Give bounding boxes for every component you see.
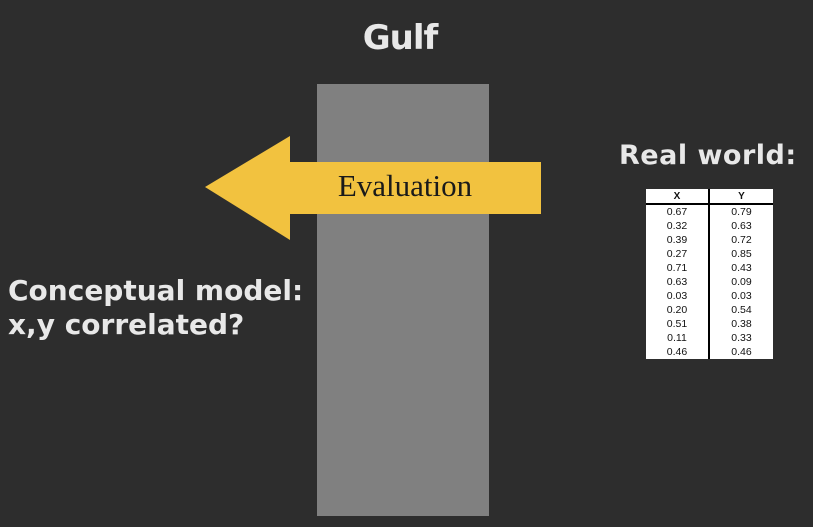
- table-row: 0.32 0.63: [646, 219, 773, 233]
- cell-x: 0.27: [646, 247, 710, 261]
- table-row: 0.63 0.09: [646, 275, 773, 289]
- cell-x: 0.67: [646, 204, 710, 219]
- cell-x: 0.51: [646, 317, 710, 331]
- cell-x: 0.46: [646, 345, 710, 359]
- evaluation-label: Evaluation: [337, 168, 473, 203]
- conceptual-model-line-1: Conceptual model:: [8, 274, 304, 307]
- cell-y: 0.33: [731, 332, 752, 344]
- evaluation-arrow-shape: [205, 136, 541, 240]
- cell-y: 0.09: [731, 276, 752, 288]
- table-row: 0.11 0.33: [646, 331, 773, 345]
- cell-y: 0.54: [731, 304, 752, 316]
- table-row: 0.71 0.43: [646, 261, 773, 275]
- real-world-label: Real world:: [619, 140, 797, 171]
- cell-x: 0.11: [646, 331, 710, 345]
- table-row: 0.51 0.38: [646, 317, 773, 331]
- cell-x: 0.03: [646, 289, 710, 303]
- conceptual-model-line-2: x,y correlated?: [8, 308, 245, 341]
- table-row: 0.46 0.46: [646, 345, 773, 359]
- cell-x: 0.32: [646, 219, 710, 233]
- conceptual-model-label: Conceptual model: x,y correlated?: [8, 274, 303, 342]
- cell-y: 0.38: [731, 318, 752, 330]
- cell-y: 0.72: [731, 234, 752, 246]
- column-header-y: Y: [709, 189, 773, 205]
- table-row: 0.67 0.79: [646, 204, 773, 219]
- cell-y: 0.63: [731, 220, 752, 232]
- cell-y: 0.85: [731, 248, 752, 260]
- cell-y: 0.46: [731, 346, 752, 358]
- table-row: 0.27 0.85: [646, 247, 773, 261]
- table-header-row: X Y: [646, 189, 773, 205]
- table-row: 0.20 0.54: [646, 303, 773, 317]
- column-header-x: X: [646, 189, 710, 205]
- cell-x: 0.63: [646, 275, 710, 289]
- table-row: 0.03 0.03: [646, 289, 773, 303]
- cell-x: 0.39: [646, 233, 710, 247]
- cell-x: 0.71: [646, 261, 710, 275]
- slide-title: Gulf: [362, 18, 439, 58]
- table-row: 0.39 0.72: [646, 233, 773, 247]
- cell-y: 0.43: [731, 262, 752, 274]
- cell-x: 0.20: [646, 303, 710, 317]
- gulf-bar: [317, 84, 489, 516]
- data-table: X Y 0.67 0.79 0.32 0.63 0.39 0.72 0.27 0…: [646, 189, 773, 359]
- cell-y: 0.79: [731, 206, 752, 218]
- cell-y: 0.03: [731, 290, 752, 302]
